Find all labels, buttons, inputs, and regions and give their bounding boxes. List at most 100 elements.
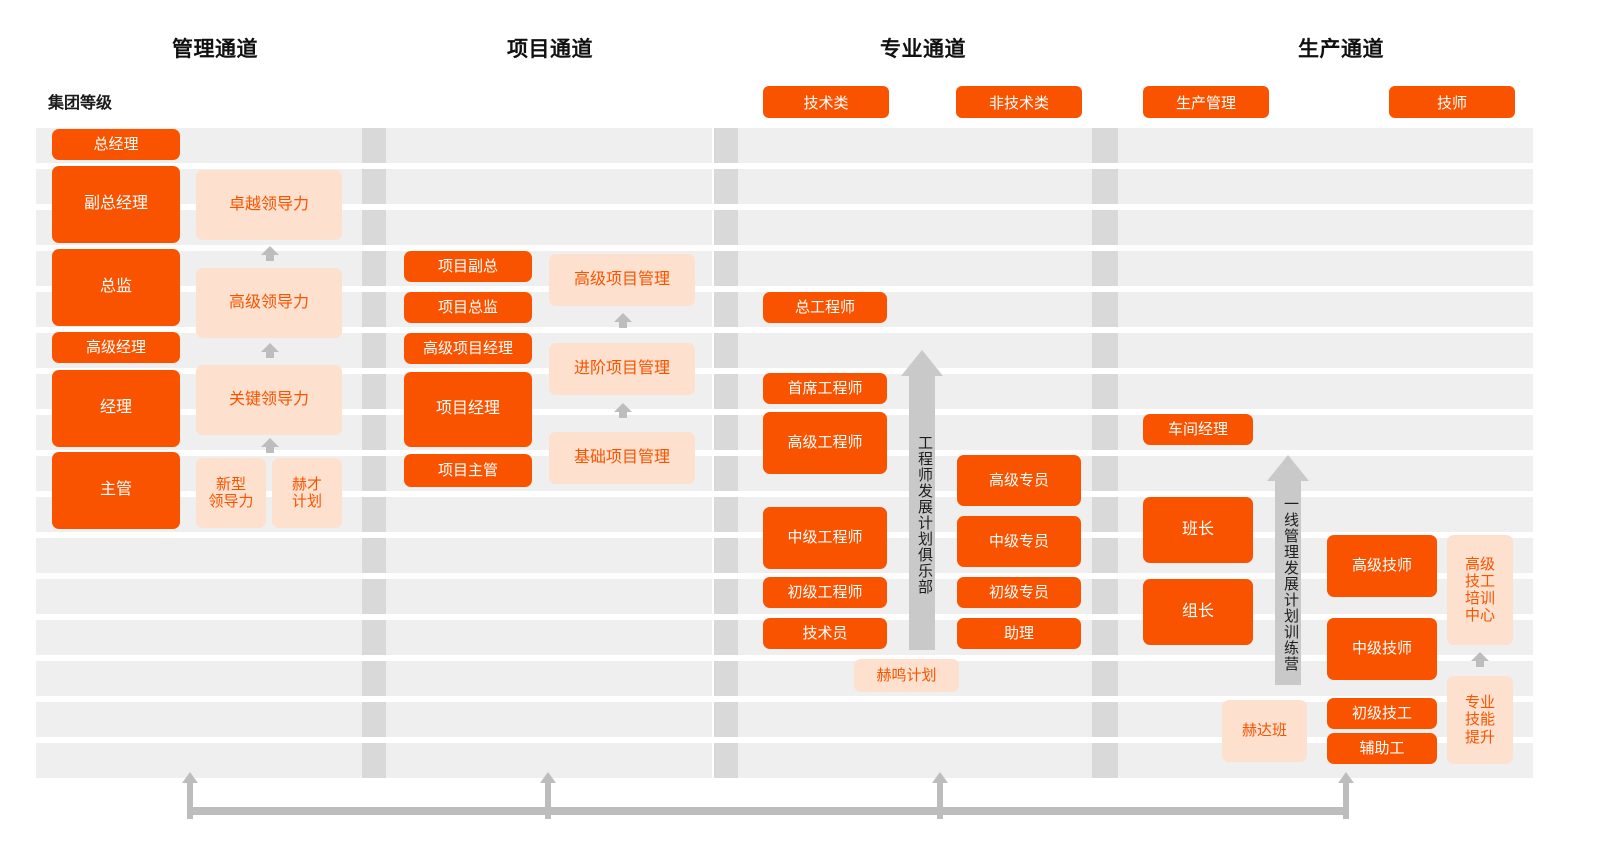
grid-band-row-15-col-2 [386, 702, 712, 737]
category-pill-technician[interactable]: 技师 [1389, 86, 1515, 118]
role-box-supervisor[interactable]: 主管 [52, 452, 180, 529]
role-box-junior-technician[interactable]: 初级技工 [1327, 698, 1437, 729]
role-box-project-supervisor[interactable]: 项目主管 [404, 454, 532, 487]
big-arrow-label-engineer-club: 工程师发展计划俱乐部 [916, 434, 933, 595]
role-box-manager[interactable]: 经理 [52, 370, 180, 447]
grid-band-row-14-col-1 [36, 661, 362, 696]
role-box-intermediate-engineer[interactable]: 中级工程师 [763, 507, 887, 569]
role-box-auxiliary-worker[interactable]: 辅助工 [1327, 733, 1437, 764]
program-box-key-leadership[interactable]: 关键领导力 [196, 365, 342, 435]
role-box-junior-specialist[interactable]: 初级专员 [957, 577, 1081, 608]
grid-separator-row-3-2 [714, 210, 738, 245]
program-box-intermediate-project-management[interactable]: 进阶项目管理 [549, 343, 695, 395]
role-box-project-director[interactable]: 项目总监 [404, 292, 532, 323]
grid-separator-row-3-3 [1092, 210, 1118, 245]
role-box-junior-engineer[interactable]: 初级工程师 [763, 577, 887, 608]
grid-separator-row-4-3 [1092, 251, 1118, 286]
role-box-intermediate-specialist[interactable]: 中级专员 [957, 516, 1081, 567]
grid-separator-row-9-2 [714, 456, 738, 491]
grid-band-row-4-col-4 [1118, 251, 1533, 286]
grid-separator-row-7-3 [1092, 374, 1118, 409]
big-arrow-label-frontline-camp: 一线管理发展计划训练营 [1282, 496, 1299, 672]
grid-separator-row-1-1 [362, 128, 386, 163]
grid-band-row-1-col-3 [738, 128, 1092, 163]
grid-band-row-2-col-2 [386, 169, 712, 204]
channel-title-production: 生产通道 [1298, 38, 1384, 61]
grid-band-row-13-col-2 [386, 620, 712, 655]
grid-separator-row-4-2 [714, 251, 738, 286]
grid-separator-row-3-1 [362, 210, 386, 245]
grid-separator-row-13-2 [714, 620, 738, 655]
grid-separator-row-6-2 [714, 333, 738, 368]
role-box-general-manager[interactable]: 总经理 [52, 129, 180, 160]
big-arrow-frontline-management-camp: 一线管理发展计划训练营 [1267, 455, 1309, 685]
grid-band-row-9-col-4 [1118, 456, 1533, 491]
grid-separator-row-4-1 [362, 251, 386, 286]
grid-band-row-7-col-4 [1118, 374, 1533, 409]
grid-band-row-14-col-2 [386, 661, 712, 696]
role-box-assistant[interactable]: 助理 [957, 618, 1081, 649]
grid-band-row-13-col-1 [36, 620, 362, 655]
grid-separator-row-15-3 [1092, 702, 1118, 737]
role-box-senior-specialist[interactable]: 高级专员 [957, 455, 1081, 506]
category-pill-non-tech[interactable]: 非技术类 [956, 86, 1082, 118]
bottom-connector-bar [190, 807, 1346, 815]
role-box-project-vp[interactable]: 项目副总 [404, 251, 532, 282]
grid-band-row-1-col-4 [1118, 128, 1533, 163]
role-box-deputy-general-manager[interactable]: 副总经理 [52, 166, 180, 243]
program-box-senior-technician-training-center[interactable]: 高级 技工 培训 中心 [1447, 535, 1513, 645]
category-pill-production-management[interactable]: 生产管理 [1143, 86, 1269, 118]
role-box-chief-engineer[interactable]: 总工程师 [763, 292, 887, 323]
role-box-team-leader[interactable]: 组长 [1143, 579, 1253, 645]
role-box-technician-staff[interactable]: 技术员 [763, 618, 887, 649]
grid-separator-row-10-3 [1092, 497, 1118, 532]
big-arrow-engineer-development-club: 工程师发展计划俱乐部 [901, 350, 943, 650]
program-box-advanced-project-management[interactable]: 高级项目管理 [549, 254, 695, 306]
program-box-excellent-leadership[interactable]: 卓越领导力 [196, 170, 342, 240]
program-box-senior-leadership[interactable]: 高级领导力 [196, 268, 342, 338]
role-box-intermediate-technician[interactable]: 中级技师 [1327, 618, 1437, 680]
grid-separator-row-12-2 [714, 579, 738, 614]
role-box-senior-manager[interactable]: 高级经理 [52, 332, 180, 363]
grid-separator-row-11-3 [1092, 538, 1118, 573]
role-box-workshop-manager[interactable]: 车间经理 [1143, 414, 1253, 445]
role-box-senior-technician[interactable]: 高级技师 [1327, 535, 1437, 597]
program-box-hecai-plan[interactable]: 赫才 计划 [272, 458, 342, 528]
role-box-shift-leader[interactable]: 班长 [1143, 497, 1253, 563]
role-box-senior-engineer[interactable]: 高级工程师 [763, 412, 887, 474]
program-box-heda-class[interactable]: 赫达班 [1222, 700, 1307, 762]
role-box-director[interactable]: 总监 [52, 249, 180, 326]
grid-separator-row-7-2 [714, 374, 738, 409]
grid-separator-row-15-2 [714, 702, 738, 737]
grid-separator-row-6-3 [1092, 333, 1118, 368]
program-box-professional-skill-upgrade[interactable]: 专业 技能 提升 [1447, 676, 1513, 764]
grid-band-row-2-col-4 [1118, 169, 1533, 204]
grid-band-row-3-col-4 [1118, 210, 1533, 245]
role-box-project-manager[interactable]: 项目经理 [404, 372, 532, 447]
grid-band-row-6-col-4 [1118, 333, 1533, 368]
grid-band-row-11-col-1 [36, 538, 362, 573]
grid-band-row-5-col-4 [1118, 292, 1533, 327]
grid-separator-row-9-1 [362, 456, 386, 491]
program-box-new-leadership[interactable]: 新型 领导力 [196, 458, 266, 528]
grid-separator-row-11-1 [362, 538, 386, 573]
category-pill-tech[interactable]: 技术类 [763, 86, 889, 118]
grid-separator-row-12-3 [1092, 579, 1118, 614]
grid-separator-row-16-2 [714, 743, 738, 778]
grid-band-row-16-col-3 [738, 743, 1092, 778]
grid-separator-row-11-2 [714, 538, 738, 573]
role-box-principal-engineer[interactable]: 首席工程师 [763, 373, 887, 404]
role-box-senior-project-manager[interactable]: 高级项目经理 [404, 333, 532, 364]
grid-band-row-15-col-3 [738, 702, 1092, 737]
grid-separator-row-7-1 [362, 374, 386, 409]
grid-band-row-12-col-1 [36, 579, 362, 614]
grid-separator-row-8-2 [714, 415, 738, 450]
program-box-basic-project-management[interactable]: 基础项目管理 [549, 432, 695, 484]
grid-separator-row-5-1 [362, 292, 386, 327]
grid-separator-row-12-1 [362, 579, 386, 614]
grid-separator-row-2-1 [362, 169, 386, 204]
program-box-heming-plan[interactable]: 赫鸣计划 [854, 659, 959, 692]
grid-band-row-4-col-3 [738, 251, 1092, 286]
grid-band-row-15-col-1 [36, 702, 362, 737]
grid-band-row-1-col-2 [386, 128, 712, 163]
